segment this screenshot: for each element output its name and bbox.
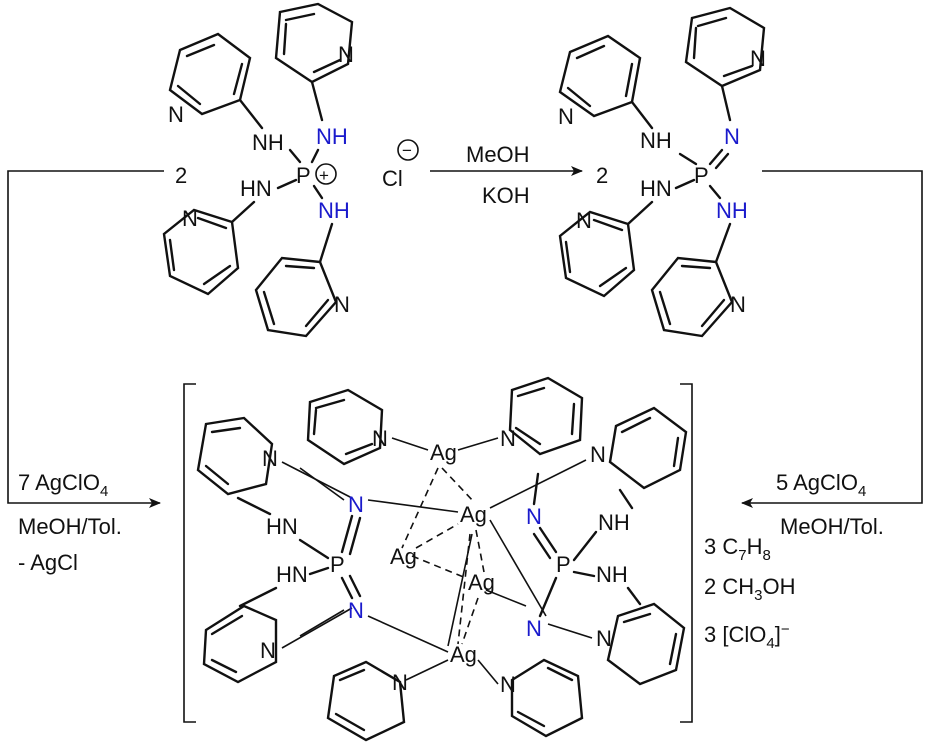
- ring-nitrogen: N: [596, 626, 612, 651]
- hn-label: HN: [266, 514, 298, 539]
- phosphorus-atom: P: [694, 163, 709, 188]
- pyridine-ring: [508, 376, 584, 456]
- reagent-bottom: KOH: [482, 183, 530, 208]
- ring-nitrogen: N: [500, 426, 516, 451]
- pyridine-ring: [650, 256, 734, 338]
- positive-charge-icon: [315, 163, 337, 185]
- phosphorus-atom: P: [296, 163, 311, 188]
- pyridine-ring: [684, 6, 766, 88]
- solvate-list: 3 C7H8 2 CH3OH 3 [ClO4]−: [704, 534, 795, 652]
- ring-nitrogen: N: [260, 638, 276, 663]
- pyridine-ring: [608, 406, 688, 490]
- pyridine-ring: [606, 602, 686, 686]
- nh-label: NH: [596, 562, 628, 587]
- coordinated-nitrogen: N: [526, 616, 542, 641]
- toluene-solvate: 3 C7H8: [704, 534, 771, 564]
- left-solvent: MeOH/Tol.: [18, 514, 122, 539]
- right-reaction-path: 5 AgClO4 MeOH/Tol.: [741, 170, 923, 539]
- right-reagent: 5 AgClO4: [776, 470, 866, 500]
- nh-label: NH: [598, 510, 630, 535]
- reaction-arrow-step1: MeOH KOH: [430, 142, 583, 208]
- ring-nitrogen: N: [338, 42, 354, 67]
- pyridine-ring: [162, 208, 240, 296]
- coordinated-nitrogen: N: [348, 492, 364, 517]
- nh-label-blue: NH: [716, 198, 748, 223]
- coordinated-nitrogen: N: [348, 598, 364, 623]
- ring-nitrogen: N: [262, 446, 278, 471]
- hn-label: HN: [640, 176, 672, 201]
- product-phosphazene: 2 N NH N N P HN NH: [558, 6, 766, 338]
- reactant-phosphonium-chloride: 2 N NH N NH P + HN NH: [162, 2, 419, 338]
- nh-label-blue: NH: [316, 124, 348, 149]
- pyridine-ring: [196, 416, 274, 496]
- silver-atom: Ag: [450, 642, 477, 667]
- pyridine-ring: [306, 388, 384, 466]
- phosphorus-atom: P: [556, 552, 571, 577]
- ring-nitrogen: N: [730, 292, 746, 317]
- ring-nitrogen: N: [590, 442, 606, 467]
- coordinated-nitrogen: N: [526, 504, 542, 529]
- left-bracket: [183, 383, 196, 723]
- left-reagent: 7 AgClO4: [18, 470, 108, 500]
- pyridine-ring: [202, 604, 278, 684]
- ring-nitrogen: N: [168, 102, 184, 127]
- ring-nitrogen: N: [500, 672, 516, 697]
- reactant-coefficient: 2: [175, 163, 187, 188]
- hn-label: HN: [240, 176, 272, 201]
- negative-charge-sign: −: [402, 141, 412, 160]
- right-bracket: [680, 383, 693, 723]
- silver-atom: Ag: [430, 440, 457, 465]
- nh-label: NH: [252, 130, 284, 155]
- imine-nitrogen: N: [724, 124, 740, 149]
- nh-label: NH: [640, 128, 672, 153]
- silver-atom: Ag: [468, 570, 495, 595]
- left-byproduct: - AgCl: [18, 550, 78, 575]
- chloride-ion: Cl: [382, 166, 403, 191]
- ring-nitrogen: N: [576, 208, 592, 233]
- pyridine-ring: [254, 256, 338, 338]
- methanol-solvate: 2 CH3OH: [704, 574, 795, 604]
- right-solvent: MeOH/Tol.: [780, 514, 884, 539]
- hn-label: HN: [276, 562, 308, 587]
- reagent-top: MeOH: [466, 142, 530, 167]
- pyridine-ring: [326, 660, 406, 742]
- ring-nitrogen: N: [182, 206, 198, 231]
- ring-nitrogen: N: [558, 104, 574, 129]
- ring-nitrogen: N: [750, 46, 766, 71]
- left-reaction-path: 7 AgClO4 MeOH/Tol. - AgCl: [7, 170, 164, 575]
- silver-atom: Ag: [460, 502, 487, 527]
- silver-cluster-complex: N N N N N: [196, 376, 688, 742]
- perchlorate-counterion: 3 [ClO4]−: [704, 621, 790, 652]
- phosphorus-atom: P: [330, 552, 345, 577]
- negative-charge-icon: [397, 139, 419, 161]
- positive-charge-sign: +: [319, 166, 329, 185]
- ring-nitrogen: N: [372, 426, 388, 451]
- nh-label-blue: NH: [318, 198, 350, 223]
- product-coefficient: 2: [596, 163, 608, 188]
- pyridine-ring: [274, 2, 354, 84]
- ring-nitrogen: N: [334, 292, 350, 317]
- ring-nitrogen: N: [392, 670, 408, 695]
- pyridine-ring: [510, 658, 584, 738]
- pyridine-ring: [558, 210, 636, 298]
